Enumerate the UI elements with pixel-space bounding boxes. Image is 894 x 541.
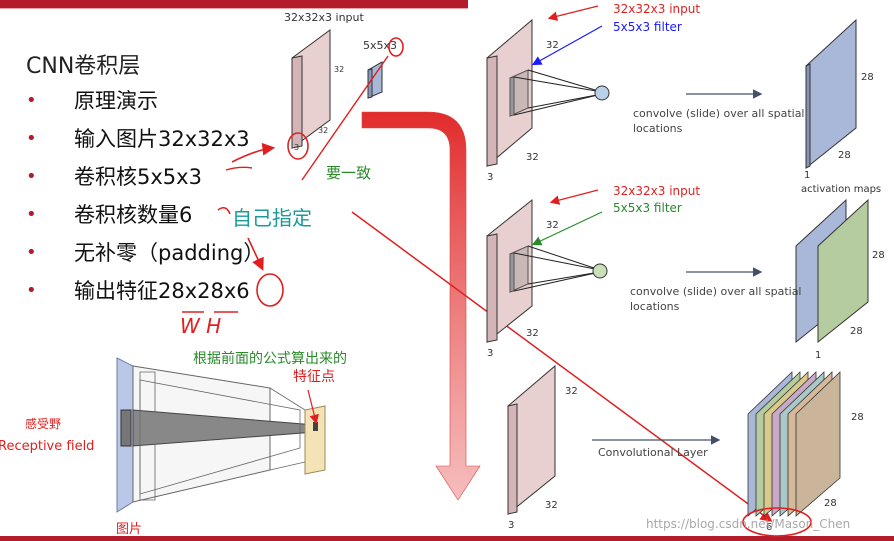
bullet-text: 输入图片32x32x3 [74, 127, 250, 151]
rt-filter-label: 5x5x3 filter [613, 20, 682, 34]
bullet-text: 卷积核数量6 [74, 203, 193, 227]
rt-dim-32-bottom: 32 [526, 152, 539, 163]
rm-filter-label: 5x5x3 filter [613, 201, 682, 215]
scribble-mark [217, 206, 231, 215]
bullet-text: 卷积核5x5x3 [74, 165, 202, 189]
bottom-accent-bar [0, 536, 894, 541]
small-dim-32-bottom: 32 [318, 126, 328, 135]
slide-title: CNN卷积层 [26, 54, 141, 79]
feature-point [313, 422, 318, 431]
bullet-marker: • [26, 90, 37, 111]
rm-dim-3: 3 [487, 348, 493, 359]
arrow-to-input [231, 142, 276, 163]
rm-convolve-2: locations [630, 300, 680, 313]
right-top-diagram [486, 18, 857, 170]
small-dim-32-side: 32 [334, 65, 344, 74]
rt-convolve-1: convolve (slide) over all spatial [633, 107, 805, 120]
bullet-marker: • [26, 280, 37, 301]
activation-stack [747, 371, 841, 517]
activation-map [805, 18, 857, 170]
bullet-item: • 输出特征28x28x6 [26, 272, 264, 310]
rb-dim-32-bottom: 32 [545, 500, 558, 511]
rb-dim-32-side: 32 [565, 386, 578, 397]
image-cn: 图片 [116, 522, 142, 537]
wh-text: W H [180, 314, 221, 338]
right-bottom-diagram [507, 364, 841, 517]
rm-dim-32-bottom: 32 [526, 328, 539, 339]
rt-out-1: 1 [804, 170, 810, 181]
bullet-text: 原理演示 [74, 89, 158, 113]
rt-input-label: 32x32x3 input [613, 2, 700, 16]
rm-input-label: 32x32x3 input [613, 184, 700, 198]
receptive-field-en: Receptive field [0, 439, 94, 454]
rm-out-1: 1 [815, 350, 821, 361]
bullet-item: • 无补零（padding） [26, 234, 264, 272]
rt-activation-maps: activation maps [801, 184, 881, 195]
neuron-node [594, 85, 610, 101]
circle-mark [742, 507, 812, 537]
bullet-text: 输出特征28x28x6 [74, 279, 250, 303]
bullet-item: • 原理演示 [26, 82, 264, 120]
rb-out-6: 6 [766, 522, 772, 533]
rt-dim-32-side: 32 [546, 40, 559, 51]
self-specified-text: 自己指定 [232, 206, 312, 230]
bullet-item: • 卷积核数量6 [26, 196, 264, 234]
bullet-marker: • [26, 128, 37, 149]
long-red-line [351, 211, 773, 522]
right-middle-diagram [486, 198, 869, 344]
top-accent-line [0, 8, 468, 9]
circle-mark [287, 132, 309, 160]
rm-out-28-bottom: 28 [850, 326, 863, 337]
rt-convolve-2: locations [633, 122, 683, 135]
bullet-text: 无补零（padding） [74, 241, 265, 265]
match-line [301, 55, 389, 181]
bullet-marker: • [26, 204, 37, 225]
receptive-patch [120, 409, 132, 447]
bullet-marker: • [26, 242, 37, 263]
rb-out-28-bottom: 28 [824, 498, 837, 509]
rm-out-28-side: 28 [872, 250, 885, 261]
bullet-item: • 卷积核5x5x3 [26, 158, 264, 196]
rt-out-28-side: 28 [861, 72, 874, 83]
neuron-node [592, 263, 608, 279]
small-input-volume [291, 29, 331, 149]
bullet-list: • 原理演示 • 输入图片32x32x3 • 卷积核5x5x3 • 卷积核数量6 • 无补… [26, 82, 264, 310]
circle-mark [256, 273, 284, 307]
small-input-label: 32x32x3 input [284, 11, 364, 24]
rb-out-28-side: 28 [851, 412, 864, 423]
rt-dim-3: 3 [487, 172, 493, 183]
rb-conv-layer: Convolutional Layer [598, 446, 708, 459]
small-filter-label: 5x5x3 [363, 39, 397, 52]
formula-note: 根据前面的公式算出来的 [193, 350, 347, 367]
circle-mark [388, 37, 404, 57]
receptive-field-cn: 感受野 [25, 416, 61, 431]
feature-point-label: 特征点 [293, 369, 335, 385]
rb-dim-3: 3 [508, 520, 514, 531]
watermark: https://blog.csdn.net/Mason_Chen [646, 517, 850, 531]
arrow-to-feature [307, 389, 319, 425]
bullet-item: • 输入图片32x32x3 [26, 120, 264, 158]
small-filter-volume [367, 61, 383, 99]
big-down-arrow [361, 111, 481, 501]
rm-convolve-1: convolve (slide) over all spatial [630, 285, 802, 298]
bullet-marker: • [26, 166, 37, 187]
arrow-to-six [247, 237, 264, 271]
rm-dim-32-side: 32 [546, 220, 559, 231]
receptive-field-diagram [116, 357, 326, 513]
must-match-text: 要一致 [326, 164, 371, 182]
top-accent-bar [0, 0, 468, 8]
small-dim-3: 3 [294, 143, 299, 152]
activation-map [817, 198, 869, 344]
rt-out-28-bottom: 28 [838, 150, 851, 161]
scribble-mark [225, 166, 253, 171]
